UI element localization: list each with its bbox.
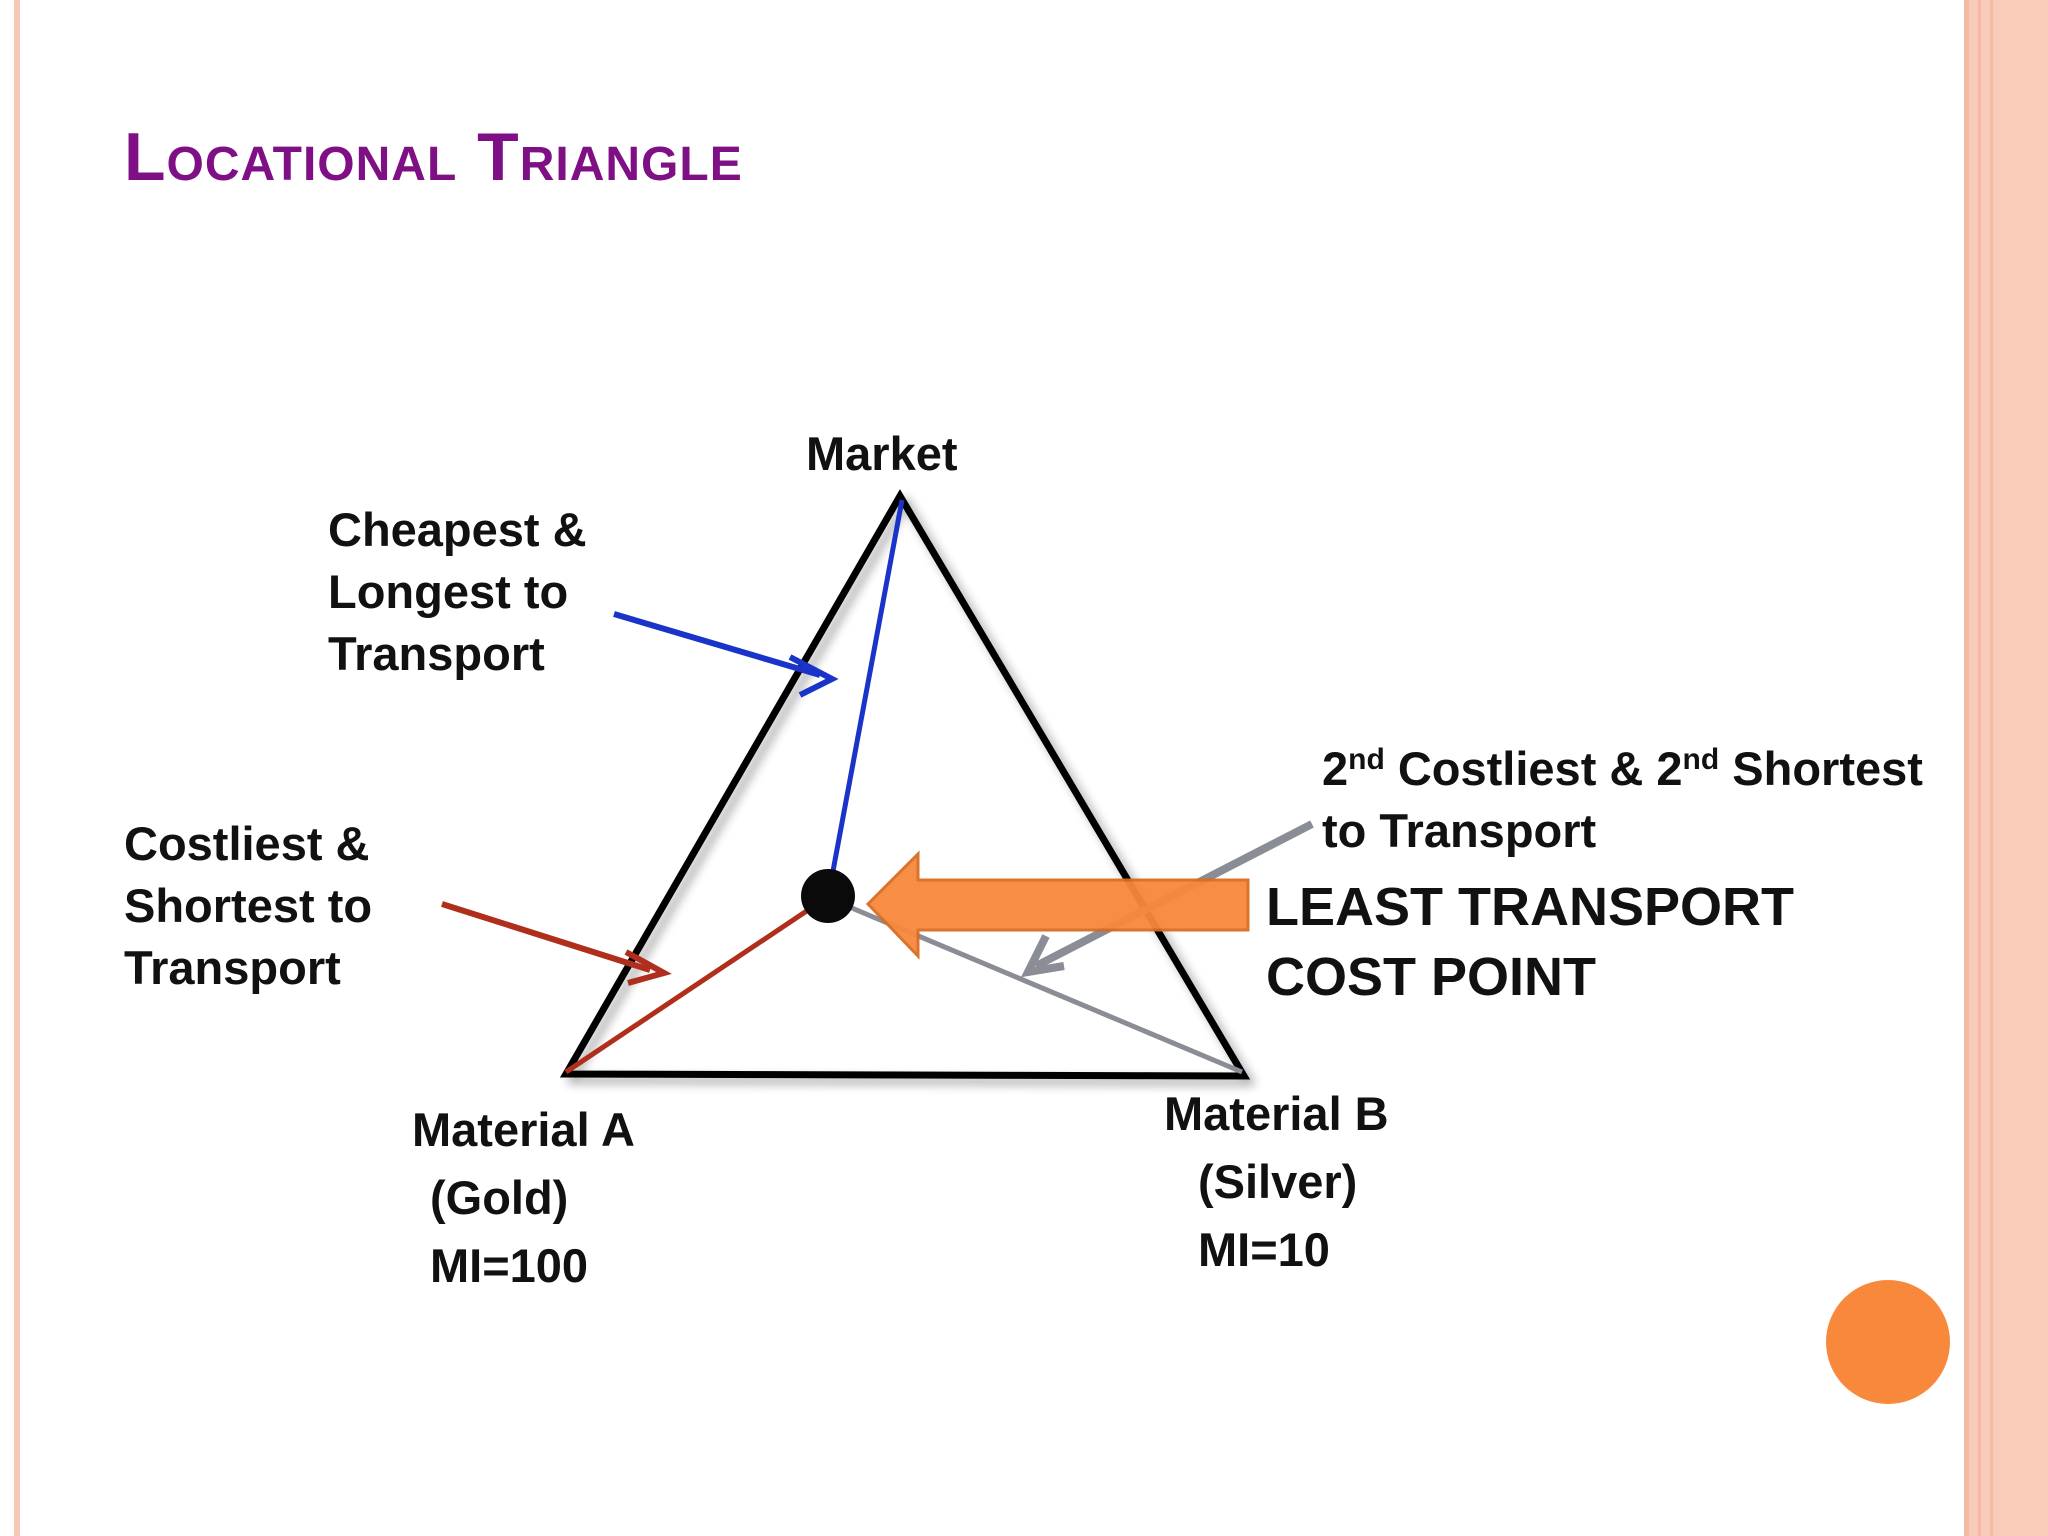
market-leg-line	[825, 499, 905, 899]
material-b-label: Material B (Silver) MI=10	[1164, 1087, 1389, 1276]
least-cost-point-marker	[801, 869, 855, 923]
market-label: Market	[806, 427, 958, 480]
decorative-orange-circle	[1826, 1280, 1950, 1404]
least-transport-cost-point-label: LEAST TRANSPORT COST POINT	[1266, 877, 1795, 1007]
second-costliest-annotation: 2nd Costliest & 2nd Shortest to Transpor…	[1322, 742, 1923, 857]
right-decorative-band	[1964, 0, 2048, 1536]
slide-title: Locational Triangle	[124, 119, 743, 195]
cheapest-pointer-arrow	[613, 611, 839, 698]
costliest-pointer-arrow	[441, 901, 672, 986]
triangle-outline	[559, 489, 1251, 1080]
cheapest-longest-annotation: Cheapest & Longest to Transport	[328, 503, 587, 680]
costliest-shortest-annotation: Costliest & Shortest to Transport	[124, 817, 373, 994]
material-a-leg-line	[564, 895, 828, 1075]
left-border-rule	[14, 0, 20, 1536]
least-cost-callout-arrow	[865, 850, 1250, 960]
material-a-label: Material A (Gold) MI=100	[412, 1103, 635, 1292]
